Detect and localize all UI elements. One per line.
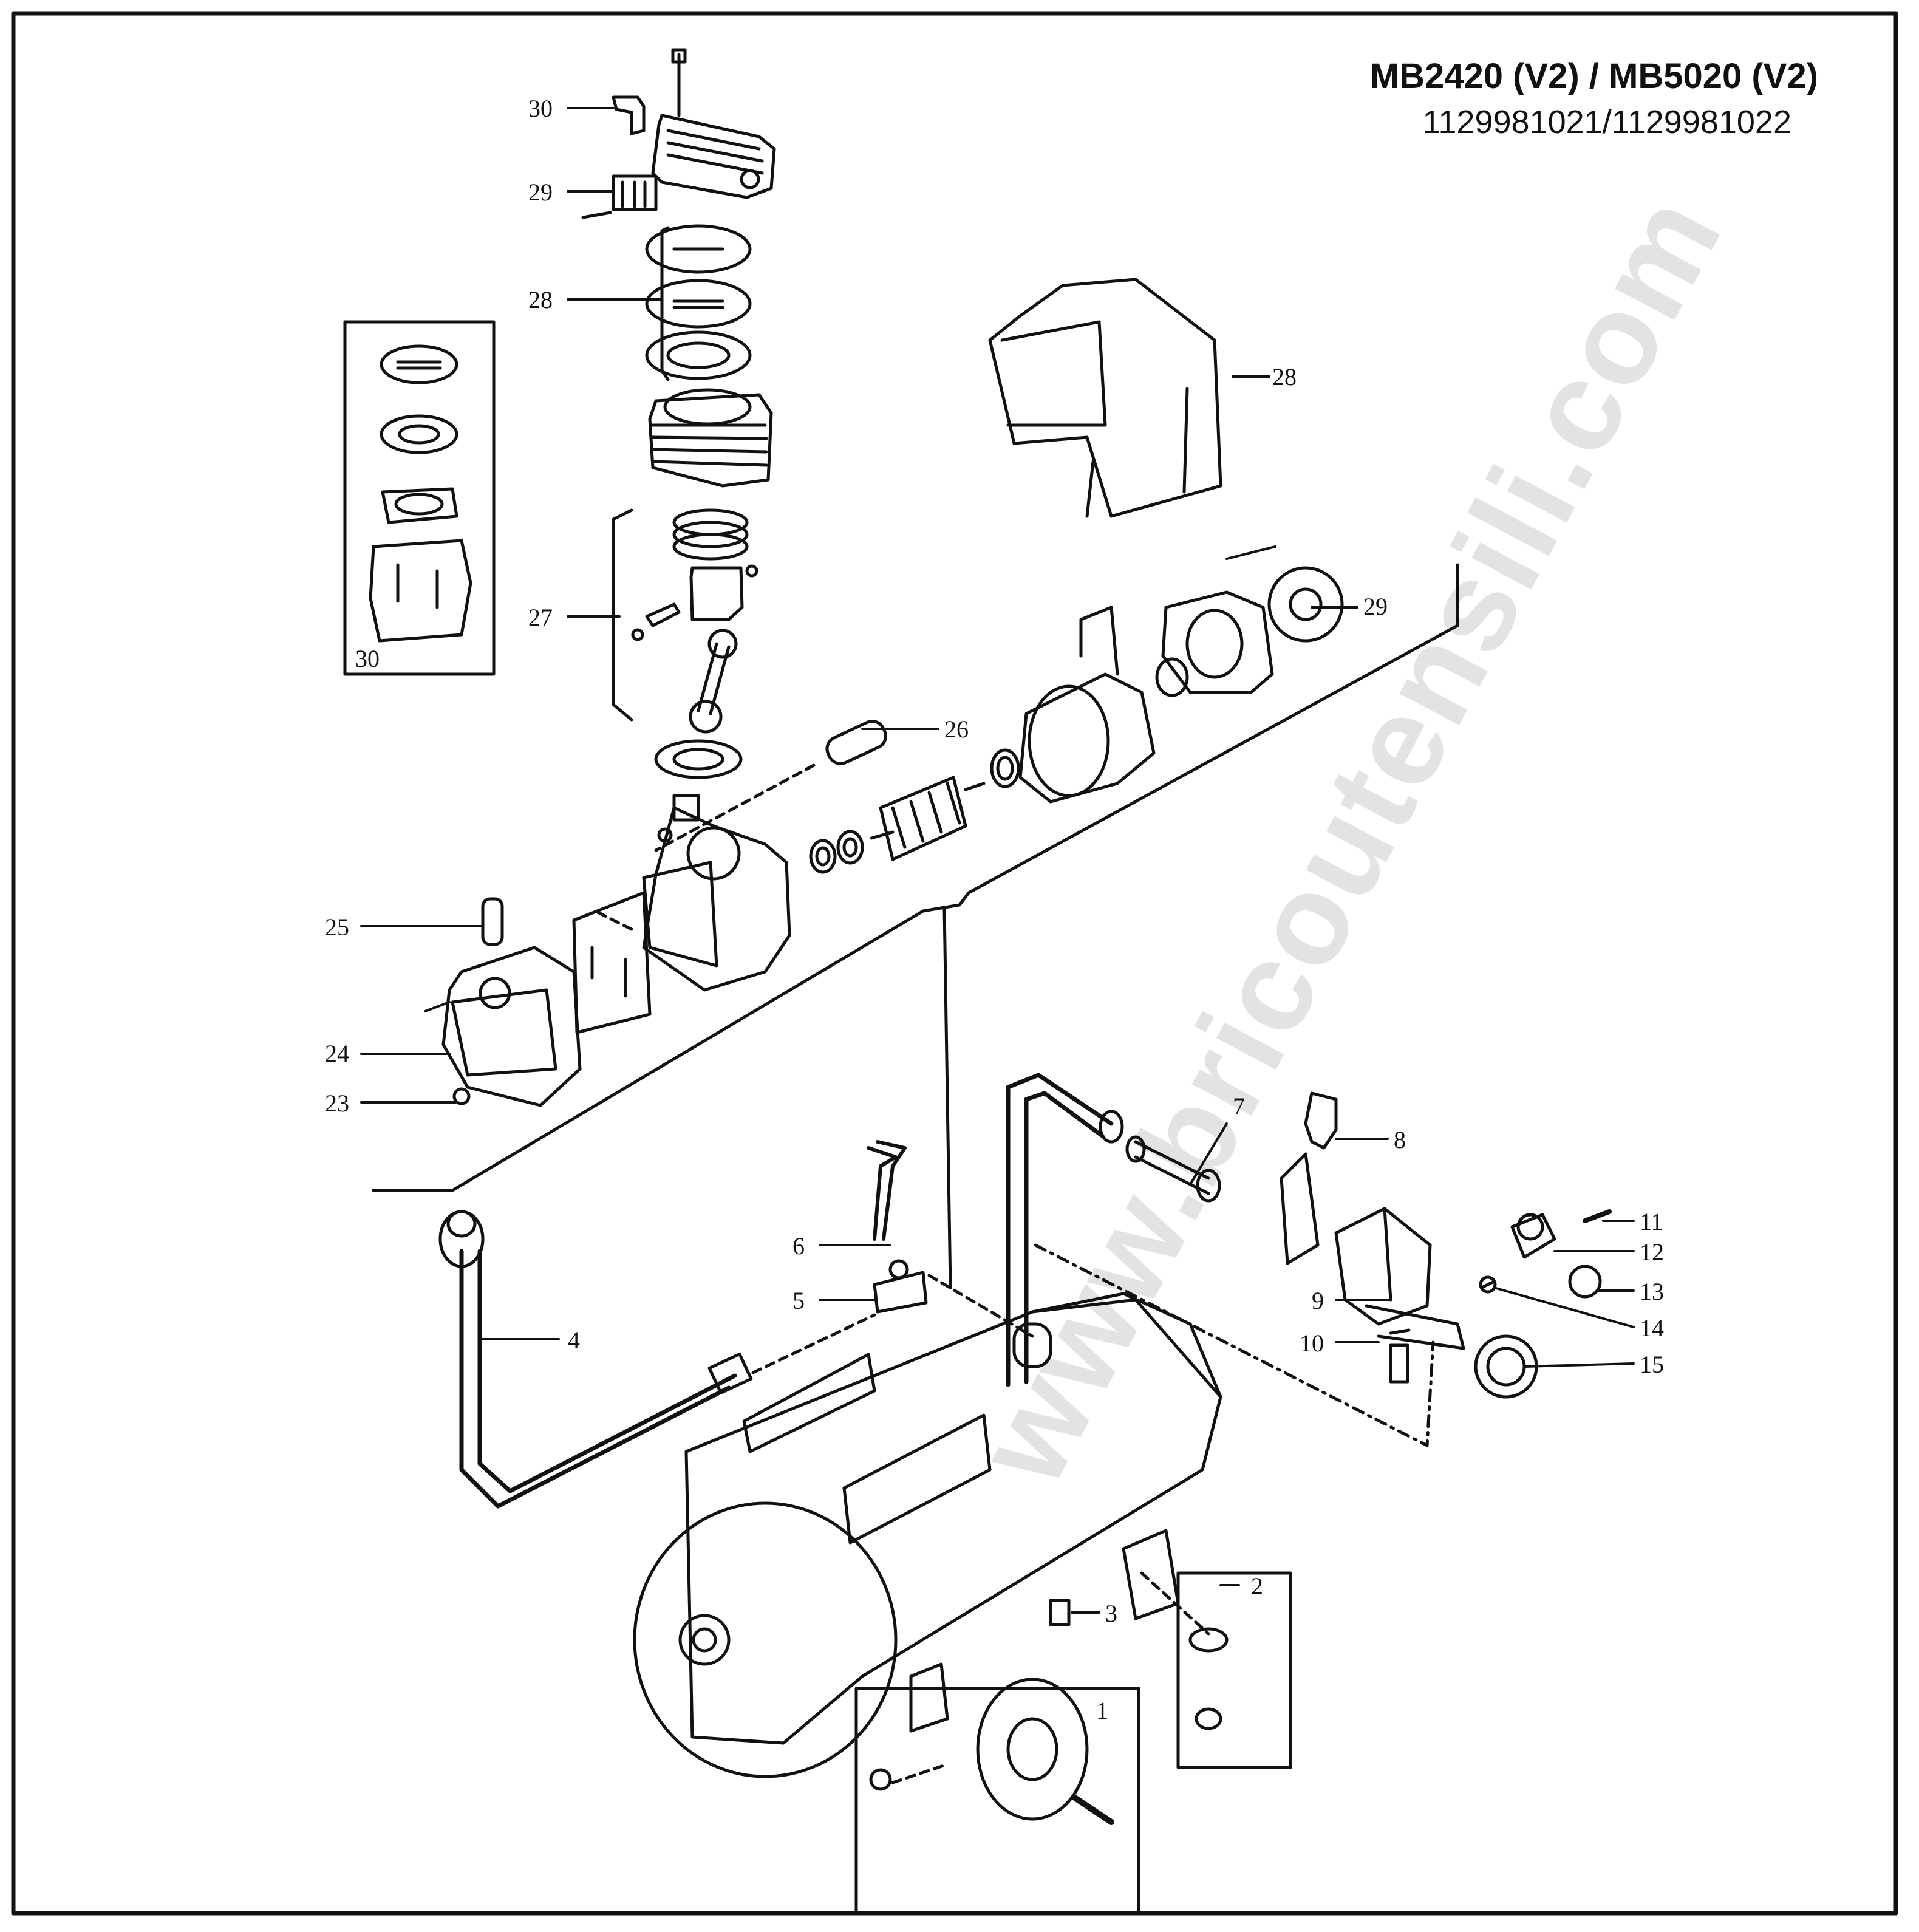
callout-28: 28: [1272, 363, 1297, 391]
callout-26: 29: [528, 179, 553, 206]
callout-25: 28: [528, 286, 553, 313]
crankcase-group: [372, 278, 1459, 1289]
callout-5: 5: [792, 1287, 805, 1314]
callout-2: 2: [1251, 1572, 1263, 1600]
callout-23: 26: [944, 715, 969, 743]
gasket-kit-box: [343, 320, 496, 676]
pressure-switch-group: [1280, 1091, 1612, 1399]
callout-15: 15: [1640, 1351, 1664, 1378]
callout-7: 7: [1233, 1093, 1245, 1120]
callout-labels: 30 29 28 27 30 26 28 29 25 24 23 4 5 6 7…: [325, 95, 1664, 1724]
callout-11: 11: [1640, 1208, 1663, 1235]
part-codes: 1129981021/1129981022: [1422, 104, 1791, 140]
callout-22: 25: [325, 913, 349, 941]
callout-1: 1: [1096, 1697, 1108, 1724]
callout-leaders: [360, 107, 1635, 1614]
callout-9: 9: [1312, 1287, 1324, 1314]
callout-6: 6: [792, 1232, 805, 1260]
callout-29: 29: [1363, 593, 1388, 620]
callout-14: 14: [1640, 1314, 1664, 1342]
callout-24: 27: [528, 604, 553, 631]
callout-20: 23: [325, 1090, 349, 1117]
cylinder-head-group: [581, 48, 776, 779]
callout-4: 4: [568, 1326, 580, 1354]
callout-13: 13: [1640, 1278, 1664, 1305]
model-title: MB2420 (V2) / MB5020 (V2): [1369, 56, 1818, 96]
callout-21: 24: [325, 1040, 349, 1067]
callout-8: 8: [1394, 1126, 1406, 1153]
callout-10: 10: [1300, 1330, 1324, 1357]
air-tank: [633, 1243, 1435, 1915]
hose-fittings-group: [438, 1073, 1221, 1509]
callout-3: 3: [1105, 1600, 1117, 1627]
callout-30: 30: [355, 645, 380, 672]
callout-12: 12: [1640, 1238, 1664, 1266]
callout-27: 30: [528, 95, 553, 122]
